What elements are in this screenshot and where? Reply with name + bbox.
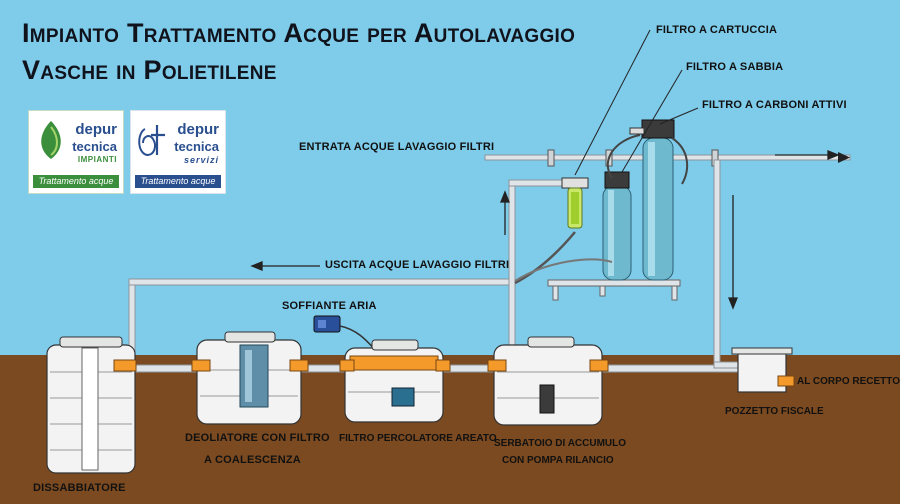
tank-percolatore — [339, 339, 451, 423]
label-soffiante: SOFFIANTE ARIA — [282, 300, 377, 312]
tank-serbatoio — [487, 336, 609, 426]
label-percolatore: FILTRO PERCOLATORE AREATO — [339, 433, 497, 444]
logo-brand-line-2: tecnica — [174, 139, 219, 154]
label-filtro-sabbia: FILTRO A SABBIA — [686, 61, 784, 73]
carbon-filter — [629, 119, 675, 281]
label-deoliatore-line-2: A COALESCENZA — [204, 454, 301, 466]
label-corpo-recettore: AL CORPO RECETTORE — [797, 376, 900, 387]
label-serbatoio-line-2: CON POMPA RILANCIO — [502, 455, 614, 466]
label-filtro-carboni: FILTRO A CARBONI ATTIVI — [702, 99, 847, 111]
logo-tagline: Trattamento acque — [33, 175, 119, 188]
label-deoliatore-line-1: DEOLIATORE CON FILTRO — [185, 432, 330, 444]
logo-division: servizi — [183, 155, 219, 165]
leaf-icon — [41, 121, 61, 159]
tank-dissabbiatore — [46, 336, 137, 474]
logo-brand-line-1: depur — [177, 121, 219, 138]
logo-brand-line-2: tecnica — [72, 139, 117, 154]
filter-skid — [514, 119, 689, 301]
logo-brand-line-1: depur — [75, 121, 117, 138]
dt-monogram-icon — [138, 125, 165, 157]
logo-depurtecnica-impianti: depur tecnica IMPIANTI Trattamento acque — [28, 110, 124, 194]
label-filtro-cartuccia: FILTRO A CARTUCCIA — [656, 24, 778, 36]
label-pozzetto: POZZETTO FISCALE — [725, 406, 824, 417]
pozzetto-fiscale — [731, 347, 795, 393]
label-uscita: USCITA ACQUE LAVAGGIO FILTRI — [325, 259, 510, 271]
tank-deoliatore — [191, 331, 309, 425]
label-pointers — [574, 29, 699, 176]
label-dissabbiatore: DISSABBIATORE — [33, 482, 126, 494]
cartridge-filter — [561, 177, 589, 229]
title-line-1: Impianto Trattamento Acque per Autolavag… — [22, 18, 576, 48]
title-line-2: Vasche in Polietilene — [22, 55, 277, 85]
label-entrata: ENTRATA ACQUE LAVAGGIO FILTRI — [299, 141, 495, 153]
sand-filter — [602, 171, 632, 281]
logo-tagline: Trattamento acque — [135, 175, 221, 188]
logo-division: IMPIANTI — [77, 155, 117, 164]
logo-depurtecnica-servizi: depur tecnica servizi Trattamento acque — [130, 110, 226, 194]
label-serbatoio-line-1: SERBATOIO DI ACCUMULO — [494, 438, 627, 449]
flow-arrows — [250, 150, 840, 310]
outlet-pipe — [713, 159, 743, 369]
